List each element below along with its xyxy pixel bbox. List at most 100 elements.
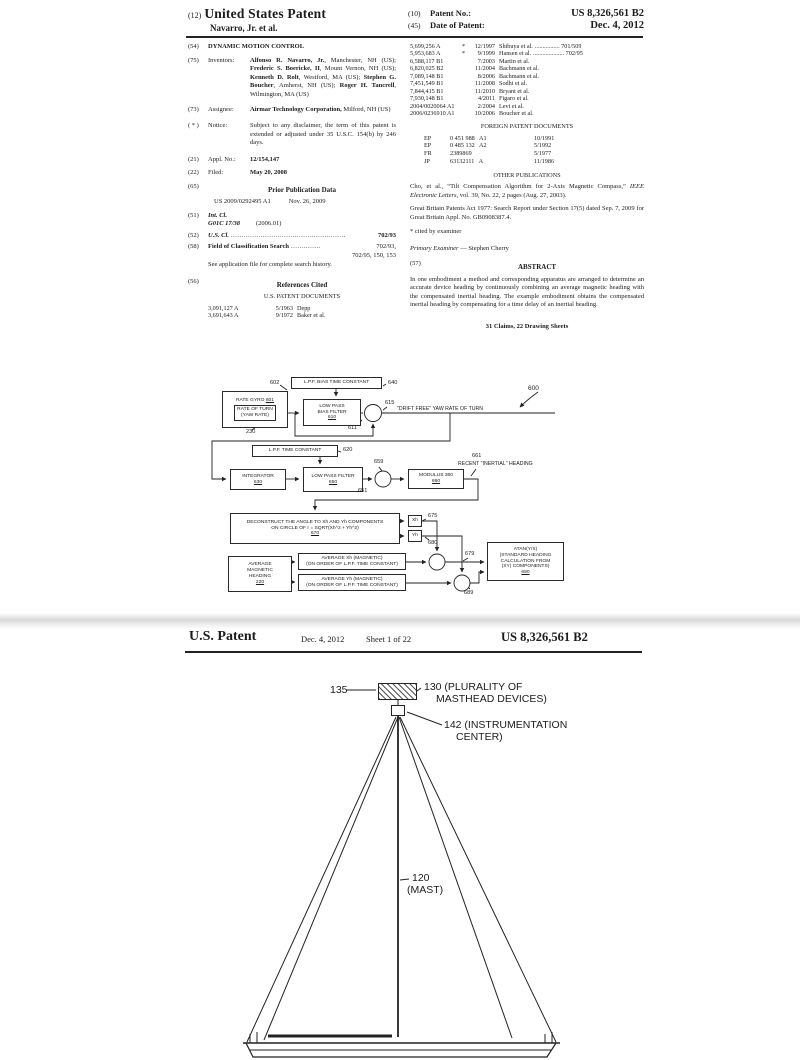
ref-135: 135 [330, 684, 348, 696]
kind-code-12: (12) [188, 11, 202, 20]
sheet-number: Sheet 1 of 22 [366, 634, 412, 644]
assignee-text: Airmar Technology Corporation, Milford, … [250, 106, 391, 114]
masthead-devices-box [378, 683, 417, 700]
ref-620: 620 [343, 447, 353, 453]
field-54-title: (54) DYNAMIC MOTION CONTROL [188, 43, 396, 52]
ref-689: 689 [464, 590, 474, 596]
summing-junction-615 [364, 404, 382, 422]
average-xh-box: AVERAGE Xh (MAGNETIC)(ON ORDER OF L.P.F.… [298, 553, 406, 570]
publication-2: Great Britain Patents Act 1977: Search R… [410, 205, 644, 221]
inventor-party: Navarro, Jr. et al. [210, 23, 278, 33]
ref-679: 679 [465, 551, 475, 557]
patent-title: United States Patent [204, 6, 327, 21]
ref-600: 600 [528, 385, 539, 392]
int-cl-year: (2006.01) [255, 220, 282, 228]
us-patent-documents-heading: U.S. PATENT DOCUMENTS [263, 293, 341, 301]
field-22-filed: (22) Filed: May 20, 2008 [188, 169, 396, 178]
ref-602: 602 [270, 380, 280, 386]
field-search-value: 702/93, [376, 243, 396, 251]
deconstruct-angle-box: DECONSTRUCT THE ANGLE TO Xh AND Yh COMPO… [230, 513, 400, 544]
field-51-int-cl: (51) Int. Cl. G01C 17/38(2006.01) [188, 212, 396, 229]
foreign-ref-row: EP 0 451 988 A1 10/1991 [424, 134, 555, 142]
foreign-refs-list: EP 0 451 988 A1 10/1991 EP 0 485 132 A2 … [410, 135, 644, 166]
other-publications-heading: OTHER PUBLICATIONS [493, 171, 561, 179]
field-56-references: (56) References Cited U.S. PATENT DOCUME… [188, 278, 396, 319]
notice-label: Notice: [208, 122, 228, 130]
cited-by-examiner-note: * cited by examiner [410, 228, 462, 236]
sheet-header: U.S. Patent Dec. 4, 2012 Sheet 1 of 22 U… [185, 629, 643, 651]
lpf-time-constant-box: L.P.F. TIME CONSTANT [252, 445, 338, 457]
lpf-bias-time-constant-box: L.P.F. BIAS TIME CONSTANT [291, 377, 382, 389]
int-cl-class: G01C 17/38 [208, 220, 240, 228]
field-21-appl-no: (21) Appl. No.: 12/154,147 [188, 156, 396, 165]
tag-51: (51) [188, 211, 199, 219]
abstract-heading: ABSTRACT [517, 263, 557, 272]
filed-value: May 20, 2008 [250, 169, 288, 177]
diagram-connectors [211, 383, 555, 592]
patent-header-right: (10) Patent No.: US 8,326,561 B2 (45) Da… [408, 8, 644, 32]
field-65-prior-publication: (65) Prior Publication Data US 2009/0292… [188, 183, 396, 207]
front-page-left-column: (54) DYNAMIC MOTION CONTROL (75) Invento… [188, 43, 396, 325]
search-history-note: See application file for complete search… [208, 260, 332, 268]
notice-text: Subject to any disclaimer, the term of t… [250, 122, 396, 147]
summing-junction-659 [374, 470, 392, 488]
instrumentation-center-box [391, 705, 405, 716]
ref-640: 640 [388, 380, 398, 386]
ref-675: 675 [428, 513, 438, 519]
tag-65: (65) [188, 182, 199, 190]
tag-54: (54) [188, 43, 199, 50]
block-diagram-fig6: L.P.F. BIAS TIME CONSTANT RATE GYRO 601 … [0, 374, 800, 614]
appl-no-label: Appl. No.: [208, 155, 236, 163]
summing-junction-689 [453, 574, 471, 592]
kind-code-45: (45) [408, 21, 421, 30]
foreign-ref-row: FR 2389869 5/1977 [424, 150, 552, 158]
patent-number: US 8,326,561 B2 [571, 8, 644, 19]
publication-number: US 2009/0292495 A1 [214, 198, 271, 206]
leader-dots: .............. [290, 243, 321, 251]
date-of-patent-label: Date of Patent: [430, 20, 485, 30]
us-cl-label: U.S. Cl. [208, 231, 229, 239]
ref-120: 120 [412, 872, 430, 884]
foreign-patent-documents-heading: FOREIGN PATENT DOCUMENTS [480, 123, 574, 131]
tag-57: (57) [410, 260, 421, 268]
page-divider-shadow [0, 613, 800, 629]
yh-box: Yh [408, 530, 422, 542]
tag-21: (21) [188, 155, 199, 163]
header-rule [186, 36, 643, 38]
us-patent-label: U.S. Patent [189, 629, 257, 644]
patent-no-label: Patent No.: [430, 8, 472, 18]
sheet-date: Dec. 4, 2012 [301, 634, 345, 644]
patent-header-left: (12) United States Patent Navarro, Jr. e… [188, 6, 326, 33]
claims-line: 31 Claims, 22 Drawing Sheets [485, 322, 569, 330]
prior-publication-heading: Prior Publication Data [268, 185, 336, 194]
backstay-line [399, 716, 557, 1043]
drift-free-label: "DRIFT FREE" YAW RATE OF TURN [397, 406, 484, 412]
foreign-ref-row: JP 63132111 A 11/1986 [424, 157, 555, 165]
recent-inertial-label: RECENT "INERTIAL" HEADING [458, 461, 533, 467]
ref-680: 680 [428, 540, 438, 546]
date-of-patent: Dec. 4, 2012 [590, 20, 644, 31]
ref-142-line1: 142 (INSTRUMENTATION [444, 719, 568, 731]
field-73-assignee: (73) Assignee: Airmar Technology Corpora… [188, 106, 396, 115]
abstract-section: (57) ABSTRACT [410, 260, 644, 275]
abstract-text: In one embodiment a method and correspon… [410, 275, 644, 309]
ref-611: 611 [348, 425, 357, 431]
field-58-classification-search: (58) Field of Classification Search ....… [188, 243, 396, 269]
tag-star: ( * ) [188, 122, 199, 130]
tag-52: (52) [188, 231, 199, 239]
